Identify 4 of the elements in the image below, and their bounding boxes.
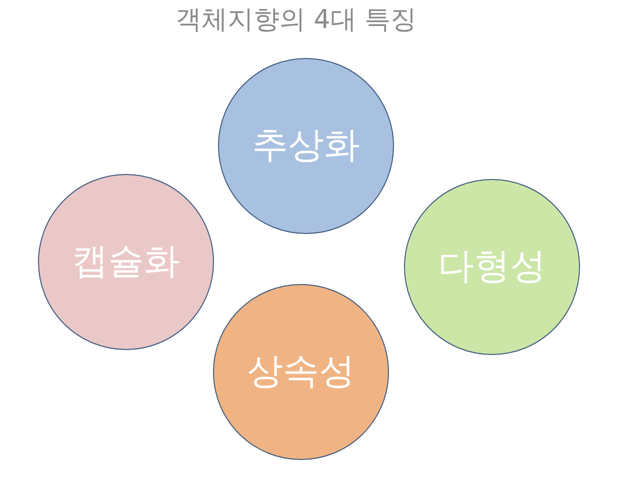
title: 객체지향의 4대 특징 (174, 4, 418, 37)
node-label: 추상화 (252, 124, 360, 168)
node-label: 다형성 (438, 245, 546, 289)
node-label: 상속성 (247, 350, 355, 394)
